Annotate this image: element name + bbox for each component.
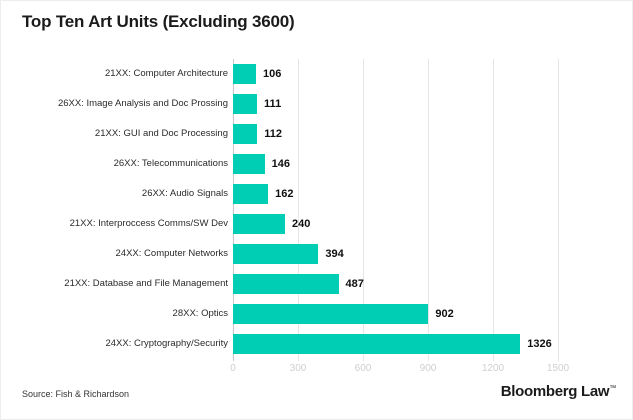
- bar-row[interactable]: 28XX: Optics 902: [1, 299, 632, 329]
- x-tick-label: 0: [230, 363, 236, 374]
- bar-value-label: 394: [325, 248, 344, 260]
- bar-row[interactable]: 21XX: Interproccess Comms/SW Dev 240: [1, 209, 632, 239]
- bar[interactable]: [233, 334, 521, 354]
- bar[interactable]: [233, 184, 269, 204]
- chart-footer: Source: Fish & Richardson Bloomberg Law™: [1, 381, 632, 419]
- category-label: 24XX: Computer Networks: [115, 248, 228, 259]
- bar[interactable]: [233, 304, 429, 324]
- source-note: Source: Fish & Richardson: [22, 389, 130, 399]
- gridline-1200: [493, 59, 494, 361]
- category-label: 21XX: GUI and Doc Processing: [94, 128, 228, 139]
- bar[interactable]: [233, 94, 258, 114]
- category-label: 26XX: Telecommunications: [113, 158, 228, 169]
- bar[interactable]: [233, 64, 256, 84]
- bar-value-label: 240: [292, 218, 311, 230]
- category-label: 28XX: Optics: [172, 308, 228, 319]
- x-tick-label: 900: [419, 363, 437, 374]
- x-axis-ticks: 0 300 600 900 1200 1500: [1, 363, 632, 379]
- bar-row[interactable]: 21XX: GUI and Doc Processing 112: [1, 119, 632, 149]
- category-label: 26XX: Image Analysis and Doc Prossing: [57, 98, 228, 109]
- x-tick-label: 600: [354, 363, 372, 374]
- gridlines-group: [1, 59, 632, 361]
- bar-row[interactable]: 26XX: Telecommunications 146: [1, 149, 632, 179]
- bar[interactable]: [233, 214, 285, 234]
- bar-value-label: 106: [262, 68, 282, 80]
- bar-value-label: 146: [271, 158, 290, 170]
- page-title: Top Ten Art Units (Excluding 3600): [22, 12, 295, 31]
- x-tick-label: 1200: [481, 363, 505, 374]
- bar-value-label: 112: [264, 128, 283, 140]
- bar-value-label: 111: [264, 98, 282, 110]
- bar-value-label: 162: [275, 188, 294, 200]
- bar-row[interactable]: 24XX: Cryptography/Security 1326: [1, 329, 632, 359]
- bar-row[interactable]: 26XX: Audio Signals 162: [1, 179, 632, 209]
- bar[interactable]: [233, 274, 339, 294]
- brand-text: Bloomberg Law: [500, 383, 610, 400]
- bar-value-label: 902: [435, 308, 454, 320]
- category-label: 21XX: Interproccess Comms/SW Dev: [69, 218, 228, 229]
- category-label: 21XX: Computer Architecture: [104, 68, 228, 79]
- category-label: 24XX: Cryptography/Security: [105, 338, 228, 349]
- bar-value-label: 1326: [527, 338, 552, 350]
- bar-value-label: 487: [345, 278, 364, 290]
- bloomberg-law-logo: Bloomberg Law™: [500, 383, 617, 400]
- gridline-300: [298, 59, 299, 361]
- category-label: 26XX: Audio Signals: [141, 188, 228, 199]
- plot-area: 21XX: Computer Architecture 106 26XX: Imag…: [1, 59, 632, 361]
- category-label: 21XX: Database and File Management: [64, 278, 228, 289]
- bar-row[interactable]: 26XX: Image Analysis and Doc Prossing 111: [1, 89, 632, 119]
- gridline-1500: [558, 59, 559, 361]
- bar[interactable]: [233, 244, 319, 264]
- gridline-900: [428, 59, 429, 361]
- bar-row[interactable]: 21XX: Database and File Management 487: [1, 269, 632, 299]
- trademark-mark: ™: [609, 385, 616, 392]
- bars-group: 21XX: Computer Architecture 106 26XX: Imag…: [1, 59, 632, 361]
- x-tick-label: 1500: [546, 363, 570, 374]
- gridline-0: [233, 59, 234, 361]
- bar-row[interactable]: 24XX: Computer Networks 394: [1, 239, 632, 269]
- x-tick-label: 300: [289, 363, 307, 374]
- bar[interactable]: [233, 154, 265, 174]
- gridline-600: [363, 59, 364, 361]
- bar-row[interactable]: 21XX: Computer Architecture 106: [1, 59, 632, 89]
- bar[interactable]: [233, 124, 258, 144]
